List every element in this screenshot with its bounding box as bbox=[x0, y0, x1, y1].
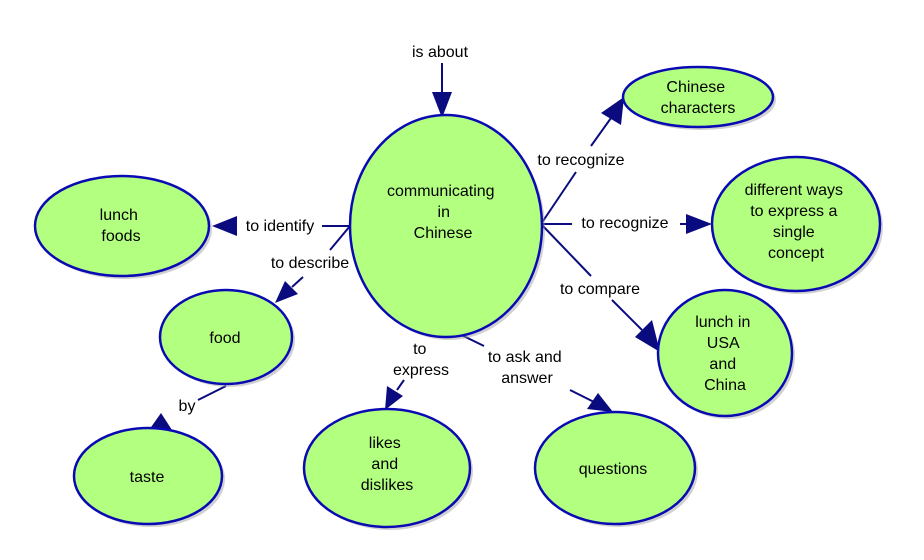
concept-label: lunch in USA and China bbox=[695, 314, 755, 394]
concept-label-line: likes bbox=[369, 435, 401, 452]
concept-label: lunch foods bbox=[100, 207, 143, 245]
link-label-line: to identify bbox=[246, 218, 314, 235]
concept-label-line: questions bbox=[579, 461, 648, 478]
connector-to-express-b bbox=[396, 379, 405, 391]
link-label-is-about[interactable]: is about bbox=[412, 44, 469, 61]
link-label-to-express[interactable]: to express bbox=[393, 341, 449, 379]
concept-node-center[interactable]: communicating in Chinese bbox=[348, 113, 545, 340]
connector-to-ask-b bbox=[569, 389, 595, 403]
concept-label: communicating in Chinese bbox=[387, 183, 499, 242]
concept-label: different ways to express a single conce… bbox=[745, 182, 848, 262]
concept-label-line: different ways bbox=[745, 182, 843, 199]
concept-label-line: China bbox=[704, 377, 746, 394]
connector-to-compare-b bbox=[611, 299, 643, 331]
link-label-line: to compare bbox=[560, 281, 640, 298]
arrow-head-icon bbox=[275, 281, 298, 303]
connector-to-compare-a bbox=[540, 223, 592, 277]
link-label-to-ask-and-answer[interactable]: to ask and answer bbox=[488, 349, 566, 387]
link-label-line: answer bbox=[501, 370, 553, 387]
connector-to-describe-b bbox=[291, 276, 304, 288]
concept-label-line: Chinese bbox=[666, 79, 725, 96]
link-label-by[interactable]: by bbox=[179, 398, 196, 415]
concept-label-line: Chinese bbox=[414, 225, 473, 242]
concept-label-line: communicating bbox=[387, 183, 495, 200]
concept-label-line: single bbox=[773, 224, 815, 241]
link-label-to-recognize-characters[interactable]: to recognize bbox=[537, 152, 624, 169]
link-label-line: by bbox=[179, 398, 196, 415]
concept-label-line: USA bbox=[707, 335, 740, 352]
concept-node-questions[interactable]: questions bbox=[533, 410, 698, 527]
arrow-head-icon bbox=[212, 216, 237, 236]
arrow-head-icon bbox=[635, 320, 660, 352]
concept-node-food[interactable]: food bbox=[158, 288, 295, 387]
concept-label-line: and bbox=[709, 356, 736, 373]
concept-label: questions bbox=[579, 461, 648, 478]
concept-label-line: concept bbox=[768, 245, 825, 262]
concept-node-lunch-usa-china[interactable]: lunch in USA and China bbox=[656, 288, 795, 419]
concept-label-line: lunch in bbox=[695, 314, 750, 331]
concept-label-line: and bbox=[371, 456, 398, 473]
concept-label-line: dislikes bbox=[361, 477, 413, 494]
link-label-line: express bbox=[393, 362, 449, 379]
link-label-line: to recognize bbox=[581, 215, 668, 232]
concept-label-line: taste bbox=[130, 469, 165, 486]
link-label-line: to bbox=[413, 341, 426, 358]
arrow-head-icon bbox=[149, 413, 172, 430]
arrow-head-icon bbox=[686, 214, 712, 234]
link-label-line: to ask and bbox=[488, 349, 562, 366]
linking-phrases: is about to recognize to recognize to co… bbox=[179, 44, 669, 415]
concept-nodes: communicating in Chinese Chinese charact… bbox=[33, 65, 883, 530]
arrow-head-icon bbox=[385, 386, 403, 410]
concept-label-line: food bbox=[209, 330, 240, 347]
concept-node-lunch-foods[interactable]: lunch foods bbox=[33, 174, 212, 279]
concept-label-line: lunch bbox=[100, 207, 138, 224]
concept-node-likes-dislikes[interactable]: likes and dislikes bbox=[302, 407, 473, 530]
connector-to-describe-a bbox=[329, 225, 351, 251]
link-label-to-recognize-ways[interactable]: to recognize bbox=[581, 215, 668, 232]
arrow-head-icon bbox=[587, 393, 613, 412]
concept-label: taste bbox=[130, 469, 165, 486]
arrow-head-icon bbox=[432, 92, 452, 118]
link-label-line: is about bbox=[412, 44, 469, 61]
link-label-line: to describe bbox=[271, 255, 349, 272]
link-label-line: to recognize bbox=[537, 152, 624, 169]
connector-to-recognize-characters-a bbox=[540, 171, 577, 225]
concept-label-line: in bbox=[438, 204, 450, 221]
link-label-to-compare[interactable]: to compare bbox=[560, 281, 640, 298]
concept-label-line: foods bbox=[101, 228, 140, 245]
connector-to-recognize-characters-b bbox=[590, 117, 612, 147]
concept-node-chinese-characters[interactable]: Chinese characters bbox=[621, 65, 776, 130]
link-label-to-identify[interactable]: to identify bbox=[246, 218, 314, 235]
link-label-to-describe[interactable]: to describe bbox=[271, 255, 349, 272]
concept-label: food bbox=[209, 330, 240, 347]
connector-by-a bbox=[197, 385, 227, 401]
concept-label-line: characters bbox=[661, 100, 736, 117]
concept-label: Chinese characters bbox=[661, 79, 736, 117]
concept-label: likes and dislikes bbox=[361, 435, 413, 494]
concept-node-taste[interactable]: taste bbox=[72, 426, 225, 527]
concept-label-line: to express a bbox=[750, 203, 837, 220]
concept-node-different-ways[interactable]: different ways to express a single conce… bbox=[710, 155, 883, 294]
arrow-head-icon bbox=[601, 97, 624, 125]
